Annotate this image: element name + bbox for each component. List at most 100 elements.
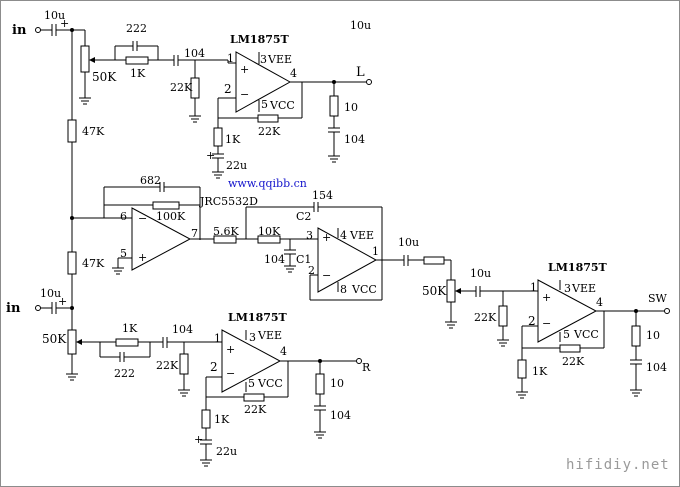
left-channel-wires bbox=[35, 24, 372, 179]
pin-label: 1 bbox=[214, 332, 221, 345]
cap-label: 22u bbox=[216, 445, 238, 458]
pin-label: 5 bbox=[248, 377, 255, 390]
cap-label: 10u bbox=[470, 267, 492, 280]
pot-label: 50K bbox=[42, 332, 67, 346]
minus-sign: − bbox=[226, 367, 236, 380]
pin-label: 4 bbox=[340, 229, 347, 242]
pin-label: VEE bbox=[268, 53, 293, 66]
watermark: hifidiy.net bbox=[566, 457, 670, 473]
minus-sign: − bbox=[322, 269, 332, 282]
pin-label: VCC bbox=[258, 377, 283, 390]
pin-label: VCC bbox=[270, 99, 295, 112]
url-text: www.qqibb.cn bbox=[228, 177, 307, 190]
minus-sign: − bbox=[138, 212, 148, 225]
cap-label: 10u bbox=[350, 19, 372, 32]
resistor-label: 1K bbox=[225, 133, 241, 146]
cap-label: 104 bbox=[184, 47, 205, 60]
output-label: L bbox=[356, 65, 365, 80]
pin-label: 2 bbox=[210, 360, 218, 374]
cap-label: 104 bbox=[172, 323, 193, 336]
pin-label: 5 bbox=[120, 247, 127, 260]
ic-label: LM1875T bbox=[230, 33, 289, 46]
output-label: SW bbox=[648, 292, 667, 305]
minus-sign: − bbox=[542, 317, 552, 330]
pin-label: 4 bbox=[596, 296, 603, 309]
resistor-label: 10 bbox=[330, 377, 344, 390]
cap-label: 22u bbox=[226, 159, 248, 172]
polarity-plus: + bbox=[60, 17, 70, 30]
cap-label: 104 bbox=[344, 133, 365, 146]
ic-label: JRC5532D bbox=[200, 195, 258, 208]
resistor-label: 100K bbox=[156, 210, 186, 223]
pin-label: 2 bbox=[308, 264, 315, 277]
resistor-label: 22K bbox=[562, 355, 585, 368]
ic-label: LM1875T bbox=[548, 261, 607, 274]
pin-label: 5 bbox=[563, 328, 570, 341]
plus-sign: + bbox=[138, 251, 148, 264]
resistor-label: 10K bbox=[258, 225, 281, 238]
cap-label: 104 bbox=[330, 409, 351, 422]
cap-label: 104 bbox=[646, 361, 667, 374]
cap-label: C2 bbox=[296, 210, 312, 223]
cap-label: C1 bbox=[296, 253, 312, 266]
pin-label: 3 bbox=[260, 53, 267, 66]
resistor-label: 47K bbox=[82, 257, 105, 270]
pin-label: 1 bbox=[372, 245, 379, 258]
pin-label: 3 bbox=[564, 282, 571, 295]
resistor-label: 10 bbox=[646, 329, 660, 342]
cap-label: 682 bbox=[140, 174, 161, 187]
cap-label: 10u bbox=[44, 9, 66, 22]
resistor-label: 10 bbox=[344, 101, 358, 114]
sw-channel-wires bbox=[475, 279, 670, 399]
pin-label: 4 bbox=[290, 67, 297, 80]
cap-label: 10u bbox=[398, 236, 420, 249]
pin-label: 7 bbox=[191, 227, 198, 240]
pin-label: VEE bbox=[350, 229, 375, 242]
input-label: in bbox=[6, 301, 21, 316]
cap-label: 104 bbox=[264, 253, 285, 266]
resistor-label: 5.6K bbox=[213, 225, 239, 238]
pin-label: VEE bbox=[572, 282, 597, 295]
resistor-label: 22K bbox=[244, 403, 267, 416]
cap-label: 222 bbox=[126, 22, 147, 35]
pin-label: 1 bbox=[530, 281, 537, 294]
resistor-label: 1K bbox=[532, 365, 548, 378]
plus-sign: + bbox=[226, 343, 236, 356]
cap-label: 154 bbox=[312, 189, 333, 202]
pin-label: 6 bbox=[120, 210, 127, 223]
cap-label: 222 bbox=[114, 367, 135, 380]
pin-label: 8 bbox=[340, 283, 347, 296]
resistor-label: 22K bbox=[474, 311, 497, 324]
plus-sign: + bbox=[322, 231, 332, 244]
minus-sign: − bbox=[240, 88, 250, 101]
polarity-plus: + bbox=[194, 433, 204, 446]
pin-label: 3 bbox=[249, 331, 256, 344]
pin-label: 5 bbox=[261, 98, 268, 111]
plus-sign: + bbox=[542, 291, 552, 304]
pin-label: 2 bbox=[224, 82, 232, 96]
pin-label: VCC bbox=[352, 283, 377, 296]
cap-label: 10u bbox=[40, 287, 62, 300]
polarity-plus: + bbox=[206, 149, 216, 162]
resistor-label: 22K bbox=[170, 81, 193, 94]
pin-label: 1 bbox=[227, 52, 234, 65]
pin-label: VEE bbox=[258, 329, 283, 342]
output-label: R bbox=[362, 361, 371, 374]
ic-label: LM1875T bbox=[228, 311, 287, 324]
pot-label: 50K bbox=[92, 70, 117, 84]
resistor-label: 22K bbox=[258, 125, 281, 138]
pin-label: VCC bbox=[574, 328, 599, 341]
plus-sign: + bbox=[240, 63, 250, 76]
pin-label: 3 bbox=[306, 229, 313, 242]
resistor-label: 22K bbox=[156, 359, 179, 372]
pin-label: 2 bbox=[528, 314, 536, 328]
resistor-label: 1K bbox=[214, 413, 230, 426]
pin-label: 4 bbox=[280, 345, 287, 358]
right-channel-wires bbox=[35, 302, 362, 467]
resistor-label: 1K bbox=[130, 67, 146, 80]
pot-label: 50K bbox=[422, 284, 447, 298]
resistor-label: 47K bbox=[82, 125, 105, 138]
mix-bus-wires bbox=[67, 28, 118, 330]
